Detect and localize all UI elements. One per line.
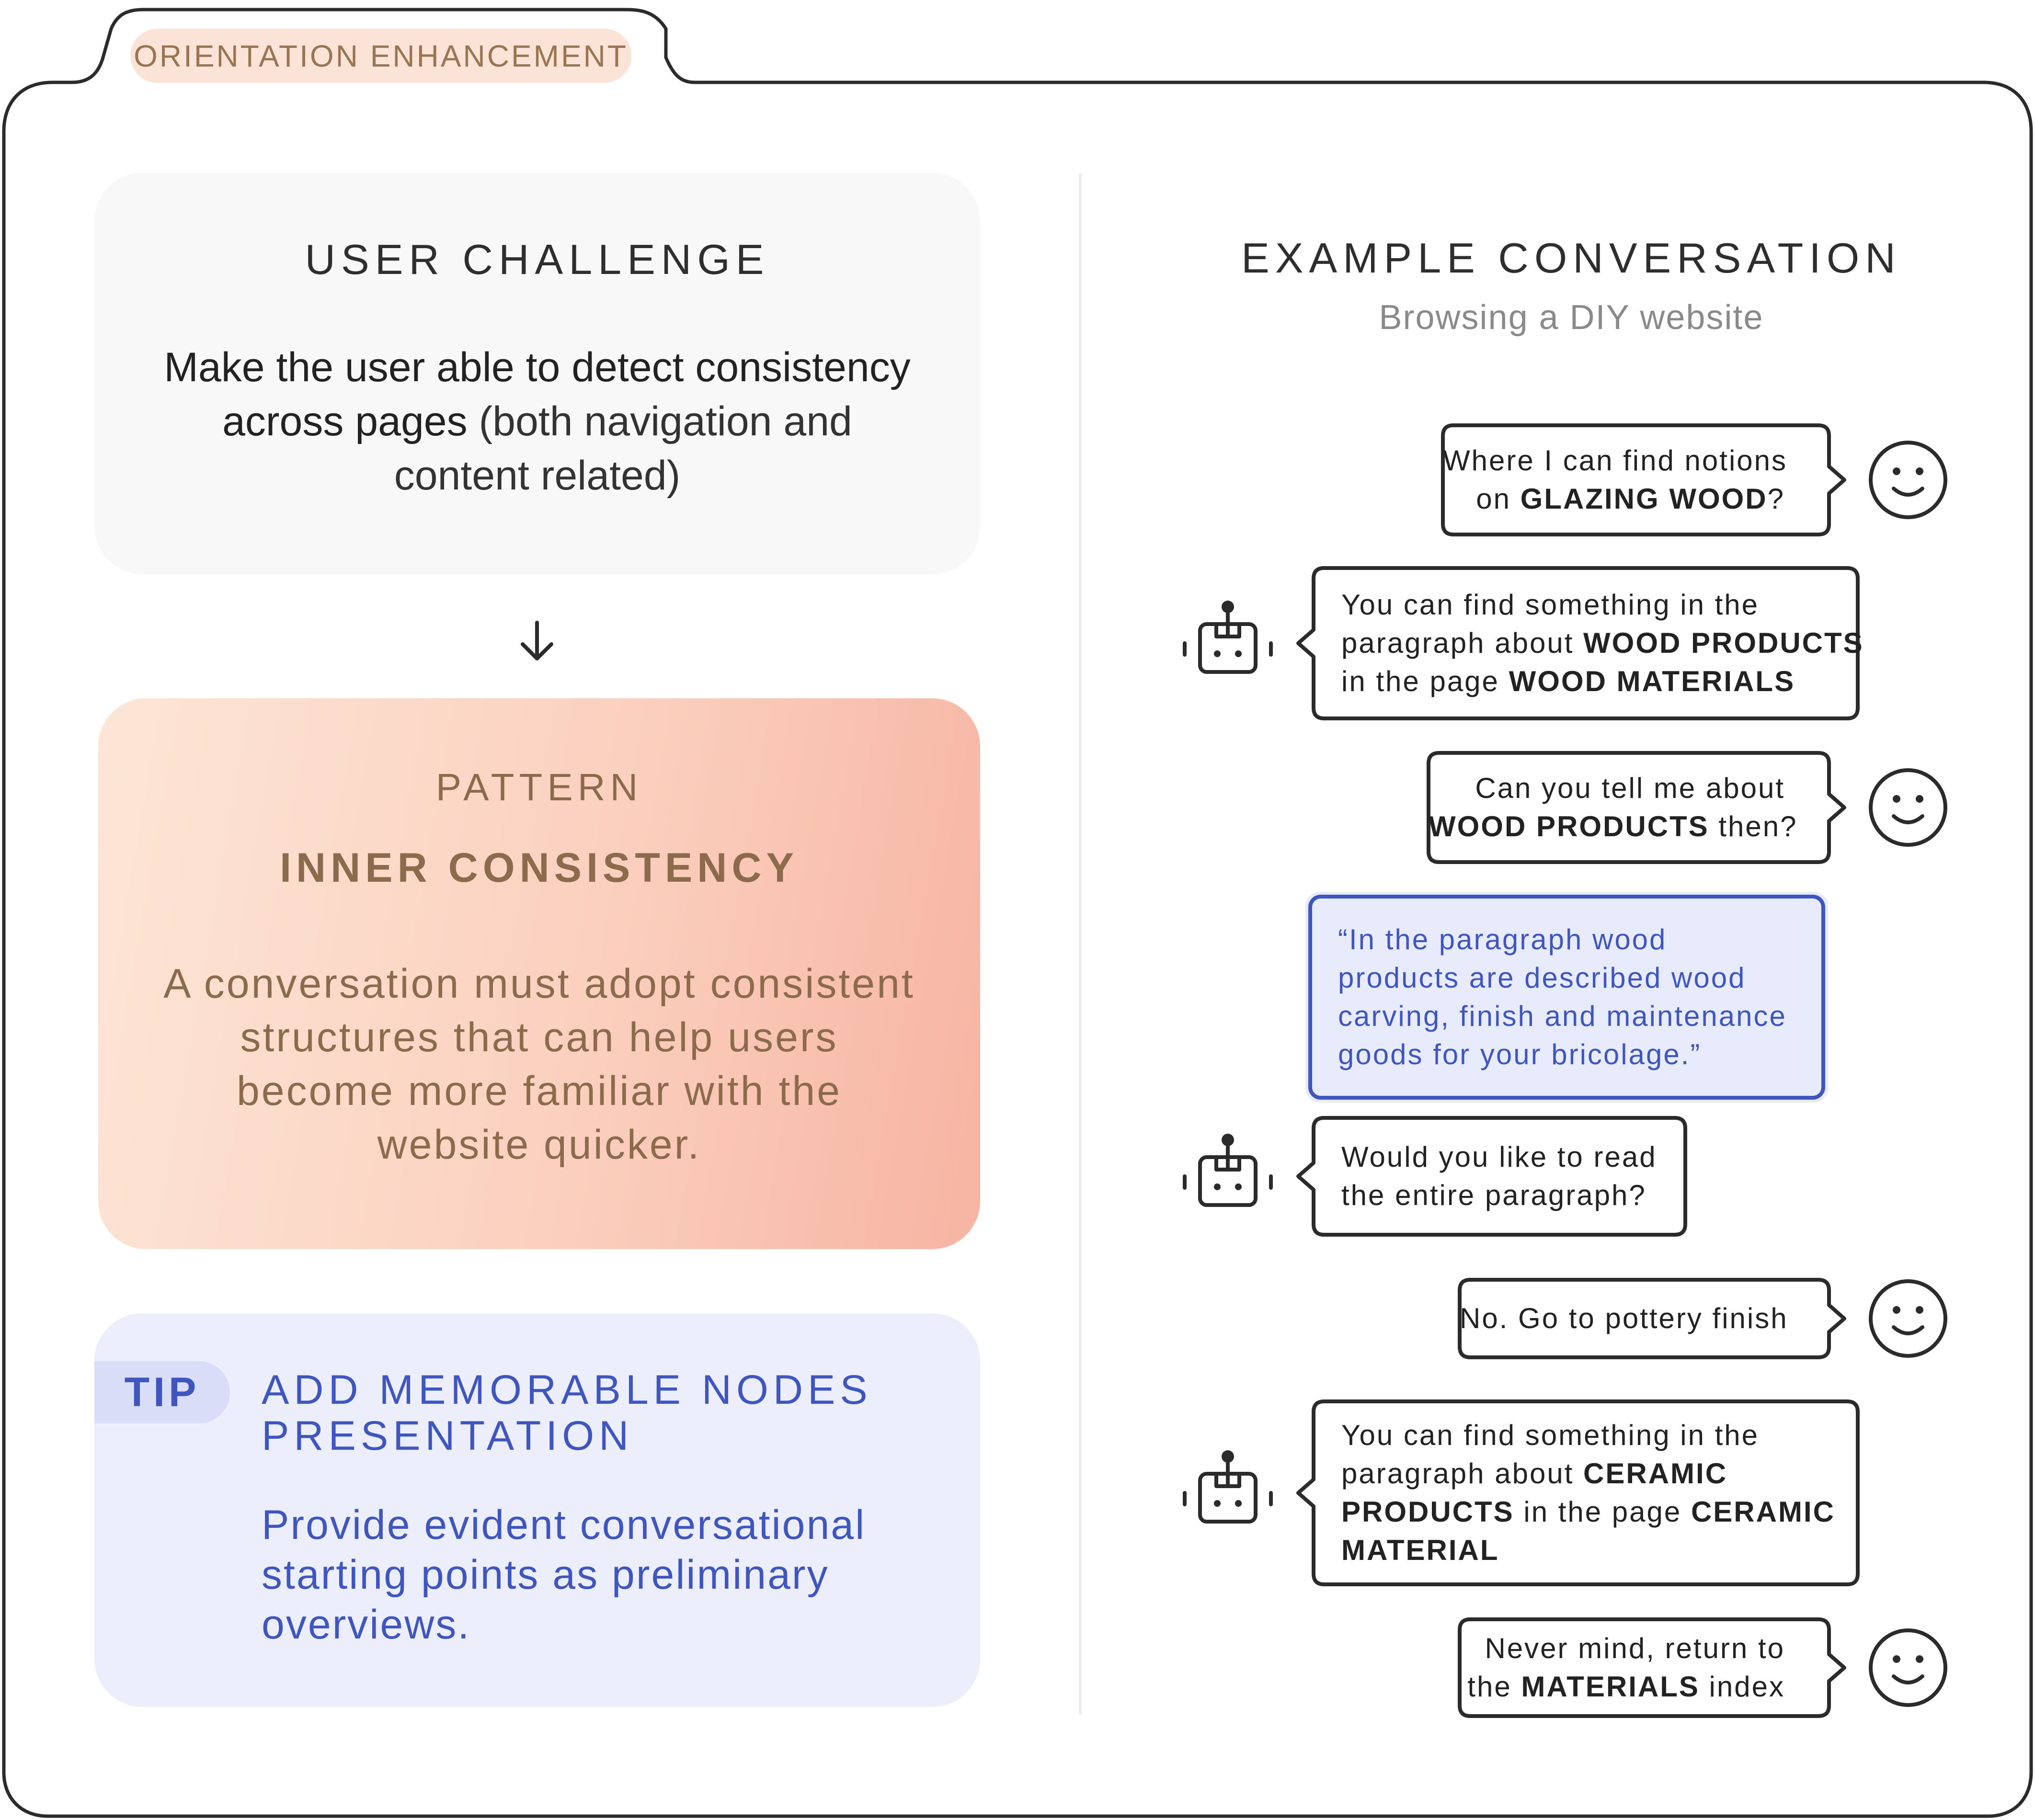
message-keyword: WOOD MATERIALS: [1509, 665, 1795, 697]
conversation-title: EXAMPLE CONVERSATION: [1241, 234, 1901, 282]
message-line: in the page WOOD MATERIALS: [1341, 662, 1858, 701]
pattern-text: A conversation must adopt consistent str…: [163, 961, 915, 1168]
message-line: paragraph about CERAMIC: [1341, 1455, 1858, 1493]
message-line: You can find something in the: [1341, 586, 1858, 624]
message-line: carving, finish and maintenance: [1338, 997, 1823, 1035]
message-line: WOOD PRODUCTS then?: [1429, 808, 1796, 846]
message-line: the entire paragraph?: [1341, 1176, 1685, 1215]
user-message-text: No. Go to pottery finish: [1460, 1299, 1788, 1338]
user-challenge-text-main: Make the user able to detect consistency…: [164, 344, 911, 444]
message-fragment: index: [1699, 1671, 1785, 1703]
column-divider: [1079, 173, 1082, 1715]
message-fragment: then?: [1709, 810, 1798, 842]
message-fragment: the entire paragraph?: [1341, 1179, 1646, 1211]
user-challenge-text-aside: (both navigation and content related): [394, 398, 852, 499]
bot-message-text: Would you like to read the entire paragra…: [1341, 1138, 1685, 1215]
user-smiley-icon: [1869, 1279, 1947, 1358]
folder-tab-label: ORIENTATION ENHANCEMENT: [130, 29, 631, 83]
message-fragment: in the page: [1341, 665, 1509, 697]
message-line: “In the paragraph wood: [1338, 921, 1823, 959]
message-fragment: on: [1476, 483, 1521, 515]
user-challenge-card: USER CHALLENGE Make the user able to det…: [94, 173, 980, 574]
pattern-label: PATTERN: [435, 766, 643, 808]
message-fragment: goods for your bricolage.”: [1338, 1038, 1702, 1070]
user-message-bubble: [1427, 751, 1846, 864]
message-fragment: the: [1467, 1671, 1521, 1703]
message-line: on GLAZING WOOD?: [1443, 480, 1785, 518]
message-line: No. Go to pottery finish: [1460, 1299, 1788, 1338]
message-fragment: You can find something in the: [1341, 1419, 1760, 1451]
user-challenge-text: Make the user able to detect consistency…: [152, 341, 923, 503]
message-fragment: in the page: [1514, 1496, 1691, 1528]
tip-card: TIP ADD MEMORABLE NODES PRESENTATION Pro…: [94, 1313, 980, 1707]
message-keyword: GLAZING WOOD: [1520, 483, 1768, 515]
bot-robot-icon: [1183, 601, 1273, 674]
message-line: Never mind, return to: [1460, 1629, 1785, 1668]
quote-bubble: [1308, 895, 1825, 1100]
message-line: the MATERIALS index: [1460, 1668, 1785, 1706]
message-keyword: CERAMIC: [1583, 1457, 1728, 1490]
message-fragment: No. Go to pottery finish: [1460, 1302, 1788, 1334]
bot-message-text: You can find something in the paragraph a…: [1341, 1416, 1858, 1570]
bot-message-bubble: [1296, 566, 1860, 720]
message-line: PRODUCTS in the page CERAMIC: [1341, 1493, 1858, 1531]
message-fragment: “In the paragraph wood: [1338, 923, 1667, 956]
quote-message-text: “In the paragraph wood products are descr…: [1338, 921, 1823, 1074]
message-fragment: Can you tell me about: [1475, 772, 1785, 804]
user-message-bubble: [1441, 423, 1846, 536]
user-message-text: Never mind, return to the MATERIALS index: [1460, 1629, 1785, 1706]
tip-badge: TIP: [94, 1361, 230, 1423]
user-message-bubble: [1458, 1278, 1846, 1359]
tip-text: Provide evident conversational starting …: [262, 1502, 866, 1648]
tip-title: ADD MEMORABLE NODES PRESENTATION: [262, 1367, 872, 1459]
conversation-subtitle: Browsing a DIY website: [1379, 298, 1764, 337]
message-fragment: carving, finish and maintenance: [1338, 1000, 1787, 1032]
message-fragment: Would you like to read: [1341, 1141, 1657, 1173]
message-line: products are described wood: [1338, 959, 1823, 997]
message-keyword: WOOD PRODUCTS: [1583, 627, 1864, 659]
user-smiley-icon: [1869, 768, 1947, 847]
message-fragment: Never mind, return to: [1485, 1632, 1785, 1664]
message-line: Where I can find notions: [1443, 442, 1788, 480]
message-keyword: MATERIAL: [1341, 1534, 1499, 1566]
message-line: goods for your bricolage.”: [1338, 1035, 1823, 1074]
message-line: Would you like to read: [1341, 1138, 1685, 1176]
message-keyword: PRODUCTS: [1341, 1496, 1514, 1528]
message-keyword: WOOD PRODUCTS: [1429, 810, 1709, 842]
user-message-bubble: [1458, 1617, 1846, 1718]
pattern-title: INNER CONSISTENCY: [280, 845, 799, 891]
message-fragment: products are described wood: [1338, 962, 1746, 994]
bot-message-bubble: [1296, 1399, 1860, 1586]
message-line: paragraph about WOOD PRODUCTS: [1341, 624, 1863, 662]
message-line: You can find something in the: [1341, 1416, 1858, 1455]
message-line: Can you tell me about: [1429, 769, 1785, 808]
message-fragment: You can find something in the: [1341, 589, 1760, 621]
message-fragment: ?: [1767, 483, 1785, 515]
message-fragment: Where I can find notions: [1443, 444, 1788, 477]
user-smiley-icon: [1869, 1628, 1947, 1707]
message-line: MATERIAL: [1341, 1531, 1858, 1570]
message-fragment: paragraph about: [1341, 1457, 1584, 1490]
pattern-card: PATTERN INNER CONSISTENCY A conversation…: [98, 698, 980, 1249]
arrow-down-icon: [521, 621, 553, 660]
bot-message-bubble: [1296, 1116, 1687, 1237]
message-keyword: MATERIALS: [1521, 1671, 1700, 1703]
user-smiley-icon: [1869, 441, 1947, 519]
bot-robot-icon: [1183, 1134, 1273, 1207]
user-challenge-title: USER CHALLENGE: [305, 236, 770, 283]
message-keyword: CERAMIC: [1691, 1496, 1835, 1528]
bot-robot-icon: [1183, 1450, 1273, 1524]
message-fragment: paragraph about: [1341, 627, 1584, 659]
